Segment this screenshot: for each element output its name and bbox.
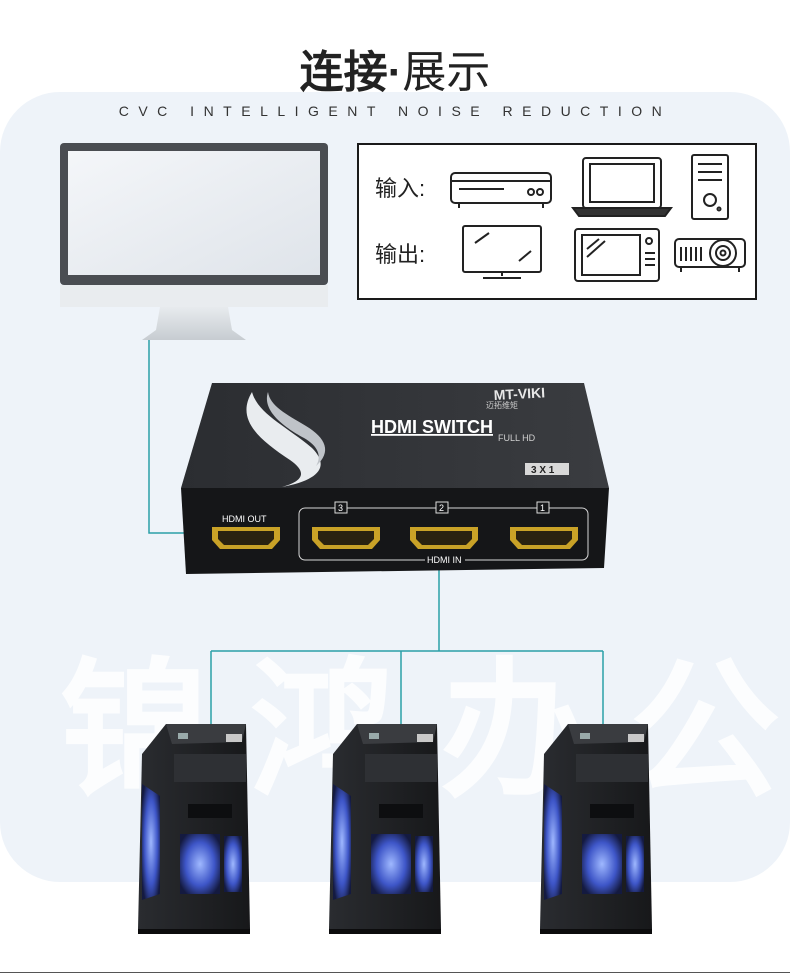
legend-icons xyxy=(450,154,746,282)
desktop-tower-icon xyxy=(691,154,729,220)
legend-box: 输入: 输出: xyxy=(357,143,757,300)
hdmi-in-port-3: 3 xyxy=(312,501,380,549)
device-name-text: HDMI SWITCH xyxy=(371,417,493,437)
pc-tower-3 xyxy=(540,724,652,934)
monitor xyxy=(60,143,328,340)
svg-text:1: 1 xyxy=(540,503,545,513)
pc-tower-2 xyxy=(329,724,441,934)
footer-divider xyxy=(0,972,790,973)
swirl-logo xyxy=(246,392,321,487)
hdmi-in-label: HDMI IN xyxy=(427,555,462,565)
laptop-icon xyxy=(571,157,673,217)
page-title: 连接·展示 xyxy=(0,36,790,100)
svg-text:3: 3 xyxy=(338,503,343,513)
title-bold: 连接 xyxy=(299,48,388,97)
tv-icon xyxy=(574,228,660,282)
title-dot: · xyxy=(387,48,403,97)
input-label: 输入: xyxy=(375,176,426,201)
svg-text:2: 2 xyxy=(439,503,444,513)
device-sub-text: FULL HD xyxy=(498,433,536,443)
brand-text: MT-VIKI xyxy=(493,384,545,403)
hdmi-switch: MT-VIKI 迈拓维矩 HDMI SWITCH FULL HD 3 X 1 H… xyxy=(181,383,609,574)
brand-cn-text: 迈拓维矩 xyxy=(486,400,518,410)
hdmi-in-port-2: 2 xyxy=(410,501,478,549)
projector-icon xyxy=(674,238,746,272)
output-label: 输出: xyxy=(375,242,426,267)
title-light: 展示 xyxy=(402,48,491,97)
monitor-icon xyxy=(462,225,542,279)
hdmi-in-port-1: 1 xyxy=(510,501,578,549)
hdmi-out-label: HDMI OUT xyxy=(222,514,267,524)
device-ratio-text: 3 X 1 xyxy=(531,465,555,476)
dvd-player-icon xyxy=(450,172,552,208)
page-subtitle: CVC INTELLIGENT NOISE REDUCTION xyxy=(118,103,672,119)
hdmi-out-port xyxy=(212,527,280,549)
pc-tower-1 xyxy=(138,724,250,934)
